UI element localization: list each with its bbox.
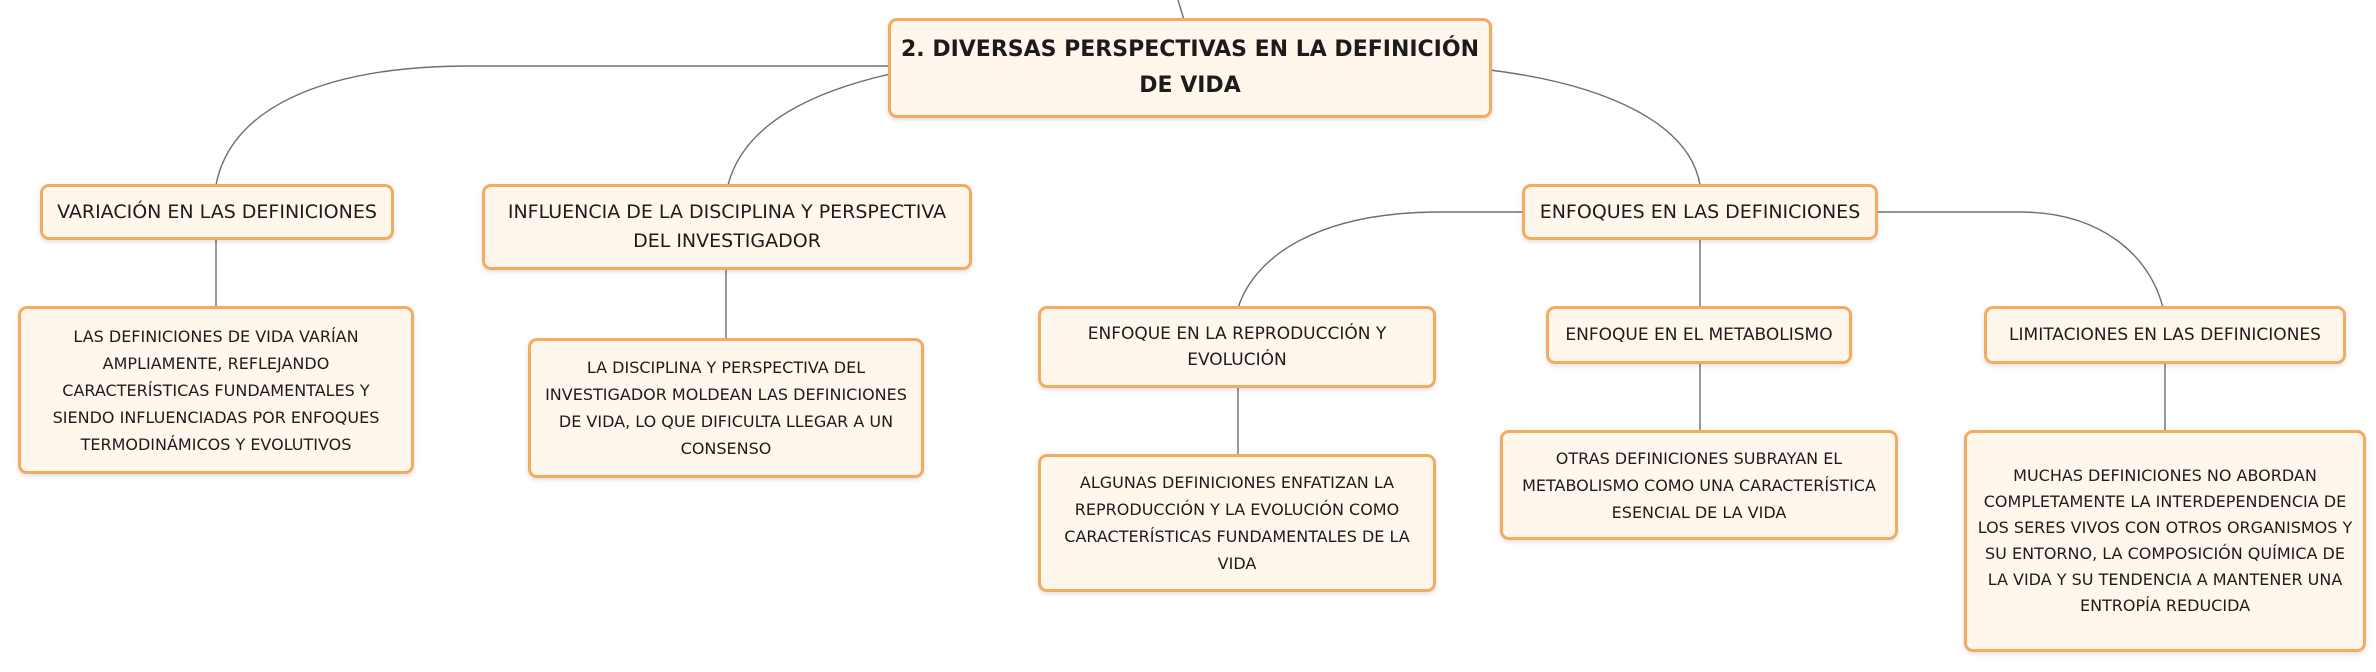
topic-variacion-detail[interactable]: LAS DEFINICIONES DE VIDA VARÍAN AMPLIAME…	[18, 306, 414, 474]
topic-reproduccion-label: ENFOQUE EN LA REPRODUCCIÓN Y EVOLUCIÓN	[1087, 324, 1387, 370]
connector-root-variacion	[215, 65, 890, 186]
connector-root-enfoques	[1489, 69, 1701, 186]
connector-root-incoming	[1177, 0, 1185, 21]
topic-enfoques-label: ENFOQUES EN LAS DEFINICIONES	[1539, 200, 1861, 223]
topic-enfoques[interactable]: ENFOQUES EN LAS DEFINICIONES	[1522, 184, 1878, 240]
root-topic[interactable]: 2. DIVERSAS PERSPECTIVAS EN LA DEFINICIÓ…	[888, 18, 1492, 118]
connector-enfoques-limitaciones	[1876, 211, 2164, 309]
topic-limitaciones-detail[interactable]: MUCHAS DEFINICIONES NO ABORDAN COMPLETAM…	[1964, 430, 2366, 652]
topic-influencia[interactable]: INFLUENCIA DE LA DISCIPLINA Y PERSPECTIV…	[482, 184, 972, 270]
topic-influencia-detail-label: LA DISCIPLINA Y PERSPECTIVA DEL INVESTIG…	[545, 358, 907, 458]
topic-limitaciones-label: LIMITACIONES EN LAS DEFINICIONES	[2009, 325, 2321, 345]
topic-reproduccion[interactable]: ENFOQUE EN LA REPRODUCCIÓN Y EVOLUCIÓN	[1038, 306, 1436, 388]
topic-variacion[interactable]: VARIACIÓN EN LAS DEFINICIONES	[40, 184, 394, 240]
topic-metabolismo[interactable]: ENFOQUE EN EL METABOLISMO	[1546, 306, 1852, 364]
topic-reproduccion-detail[interactable]: ALGUNAS DEFINICIONES ENFATIZAN LA REPROD…	[1038, 454, 1436, 592]
connector-root-influencia	[727, 73, 891, 186]
topic-influencia-detail[interactable]: LA DISCIPLINA Y PERSPECTIVA DEL INVESTIG…	[528, 338, 924, 478]
topic-limitaciones[interactable]: LIMITACIONES EN LAS DEFINICIONES	[1984, 306, 2346, 364]
topic-metabolismo-label: ENFOQUE EN EL METABOLISMO	[1565, 325, 1833, 345]
topic-variacion-label: VARIACIÓN EN LAS DEFINICIONES	[57, 200, 377, 223]
topic-variacion-detail-label: LAS DEFINICIONES DE VIDA VARÍAN AMPLIAME…	[52, 326, 380, 454]
topic-reproduccion-detail-label: ALGUNAS DEFINICIONES ENFATIZAN LA REPROD…	[1064, 473, 1410, 573]
topic-limitaciones-detail-label: MUCHAS DEFINICIONES NO ABORDAN COMPLETAM…	[1977, 466, 2353, 615]
topic-metabolismo-detail[interactable]: OTRAS DEFINICIONES SUBRAYAN EL METABOLIS…	[1500, 430, 1898, 540]
topic-influencia-label: INFLUENCIA DE LA DISCIPLINA Y PERSPECTIV…	[507, 201, 947, 252]
topic-metabolismo-detail-label: OTRAS DEFINICIONES SUBRAYAN EL METABOLIS…	[1522, 448, 1876, 522]
connector-enfoques-reproduccion	[1237, 211, 1524, 309]
root-topic-label: 2. DIVERSAS PERSPECTIVAS EN LA DEFINICIÓ…	[901, 37, 1479, 98]
